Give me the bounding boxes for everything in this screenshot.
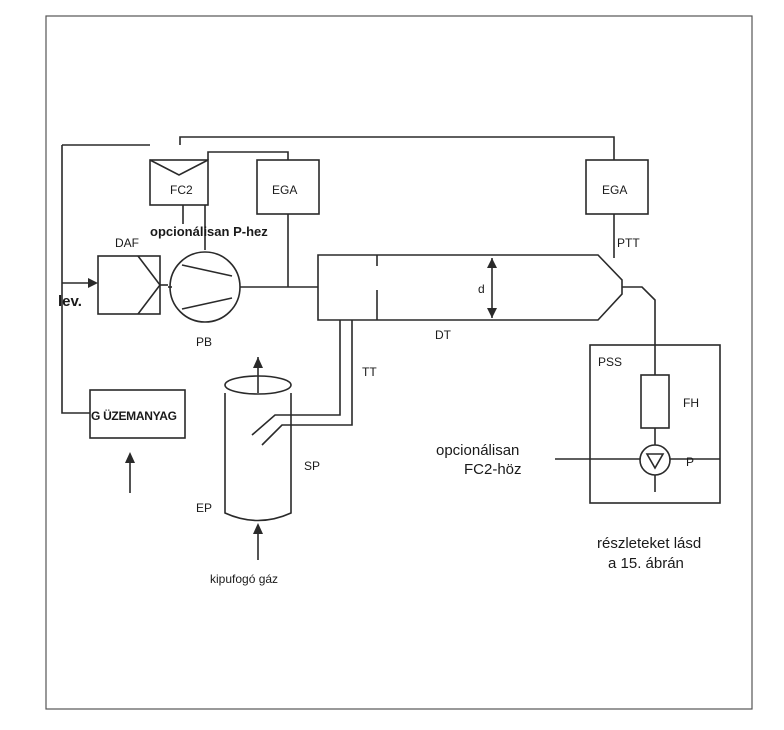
connection-lines bbox=[61, 136, 720, 560]
fc2-label: FC2 bbox=[170, 183, 193, 197]
p-label: P bbox=[686, 455, 694, 469]
lev-label: lev. bbox=[58, 293, 82, 310]
ega-right-box: EGA bbox=[585, 159, 649, 215]
pb-label: PB bbox=[196, 335, 212, 349]
optional-fc2-label-1: opcionálisan bbox=[436, 442, 519, 459]
dt-tunnel: d DT bbox=[317, 254, 623, 342]
optional-fc2-label-2: FC2-höz bbox=[464, 461, 522, 478]
sp-label: SP bbox=[304, 459, 320, 473]
ega-right-label: EGA bbox=[602, 183, 627, 197]
page-frame bbox=[45, 15, 753, 710]
pb-pump: PB bbox=[168, 251, 241, 349]
fh-label: FH bbox=[683, 396, 699, 410]
d-label: d bbox=[478, 282, 485, 296]
pss-label: PSS bbox=[598, 355, 622, 369]
p-pump bbox=[639, 444, 671, 476]
fuel-box: G ÜZEMANYAG bbox=[89, 389, 186, 439]
ep-label: EP bbox=[196, 501, 212, 515]
ptt-label: PTT bbox=[617, 236, 640, 250]
fuel-label: G ÜZEMANYAG bbox=[91, 408, 177, 423]
daf-box: DAF bbox=[97, 236, 168, 315]
pss-box: PSS FH P bbox=[589, 344, 721, 504]
ega-left-box: EGA bbox=[256, 159, 320, 215]
exhaust-gas-label: kipufogó gáz bbox=[210, 572, 278, 586]
fh-filter bbox=[640, 374, 670, 429]
dt-label: DT bbox=[435, 328, 452, 342]
fc2-box: FC2 bbox=[149, 159, 209, 206]
ep-exhaust-pipe: SP EP bbox=[196, 375, 320, 522]
daf-label: DAF bbox=[115, 236, 139, 250]
details-label-2: a 15. ábrán bbox=[608, 555, 684, 572]
ega-left-label: EGA bbox=[272, 183, 297, 197]
optional-p-label: opcionálisan P-hez bbox=[150, 224, 268, 239]
tt-label: TT bbox=[362, 365, 377, 379]
details-label-1: részleteket lásd bbox=[597, 535, 701, 552]
